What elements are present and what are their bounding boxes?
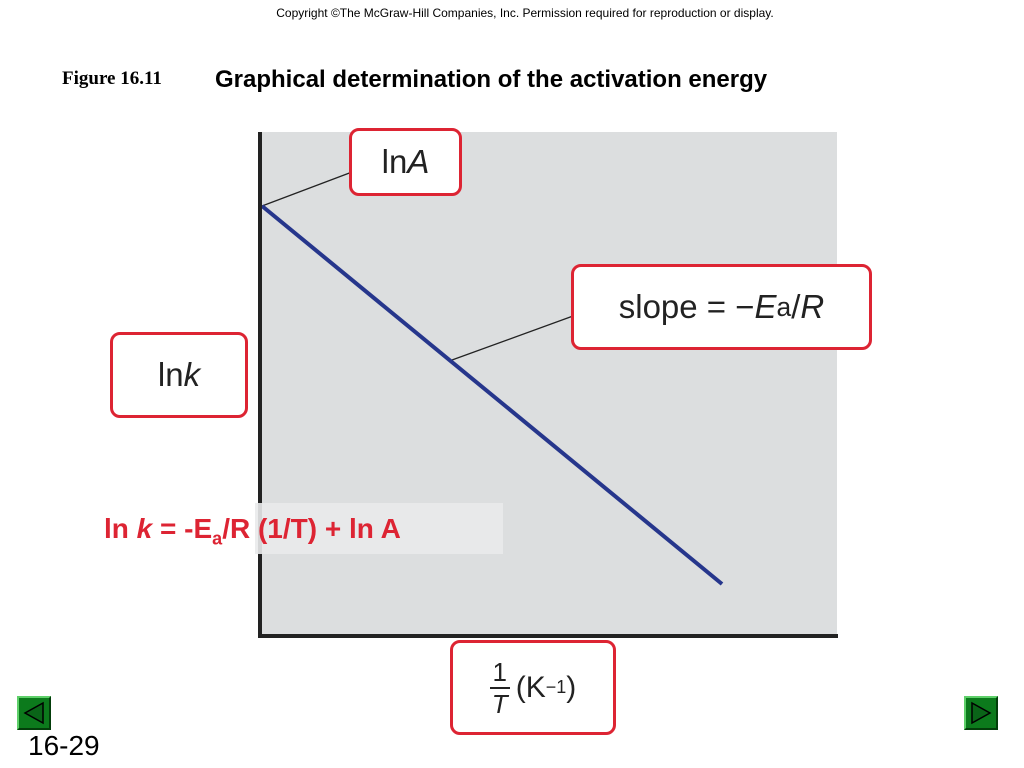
x-axis-fraction-bar: [489, 686, 510, 689]
x-axis-fraction-numerator: 1: [492, 656, 507, 687]
equation-part3: = -E: [152, 513, 213, 544]
slope-label-prefix: slope = −: [618, 288, 755, 325]
plot-background: [260, 132, 837, 636]
figure-label: Figure 16.11: [62, 68, 162, 89]
x-axis-fraction: 1 T: [489, 656, 510, 719]
slope-label-var: E: [754, 288, 777, 325]
slide-number: 16-29: [28, 730, 100, 761]
equation-part4: /R (1/T) + ln A: [222, 513, 401, 544]
y-axis-label-callout: ln k: [110, 332, 248, 418]
figure-title: Graphical determination of the activatio…: [215, 66, 768, 93]
intercept-label-var: A: [407, 143, 430, 180]
y-axis-label-var: k: [183, 356, 201, 393]
y-axis-label-text: ln: [157, 356, 184, 393]
triangle-left-icon: [23, 701, 44, 725]
slope-label-denom: R: [800, 288, 825, 325]
equation-part2: k: [136, 513, 153, 544]
x-axis-unit-close: ): [566, 670, 577, 704]
equation-part1: ln: [104, 513, 137, 544]
intercept-label-text: ln: [381, 143, 408, 180]
intercept-callout: ln A: [349, 128, 462, 196]
intercept-leader-line: [261, 168, 361, 207]
slope-leader-line: [451, 311, 585, 361]
equation-subscript: a: [212, 528, 223, 549]
next-slide-button[interactable]: [964, 696, 998, 730]
equation-highlight: [255, 503, 503, 554]
slope-label-slash: /: [791, 288, 801, 325]
x-axis-unit: (K: [515, 670, 546, 704]
data-line: [260, 204, 724, 586]
slope-label-sub: a: [776, 291, 792, 322]
triangle-right-icon: [971, 701, 992, 725]
copyright-notice: Copyright ©The McGraw-Hill Companies, In…: [276, 6, 774, 20]
arrhenius-equation: ln k = -Ea/R (1/T) + ln A: [104, 513, 401, 549]
x-axis-fraction-denominator: T: [491, 688, 508, 719]
x-axis-unit-exponent: −1: [545, 677, 567, 697]
x-axis-label-callout: 1 T (K−1): [450, 640, 616, 735]
previous-slide-button[interactable]: [17, 696, 51, 730]
